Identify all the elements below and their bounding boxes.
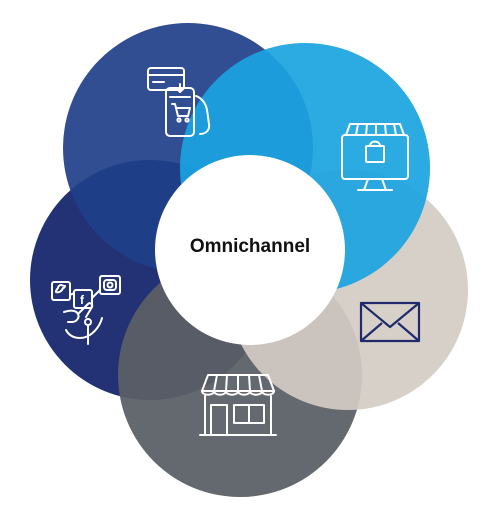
mobile-shopping-cart-icon (147, 67, 211, 137)
svg-text:f: f (80, 293, 85, 307)
envelope-icon (359, 301, 421, 343)
center-label: Omnichannel (189, 236, 311, 257)
storefront-icon (199, 374, 277, 436)
center-circle (155, 155, 345, 345)
desktop-storefront-icon (341, 123, 409, 191)
social-media-hand-icon: f (51, 275, 121, 345)
